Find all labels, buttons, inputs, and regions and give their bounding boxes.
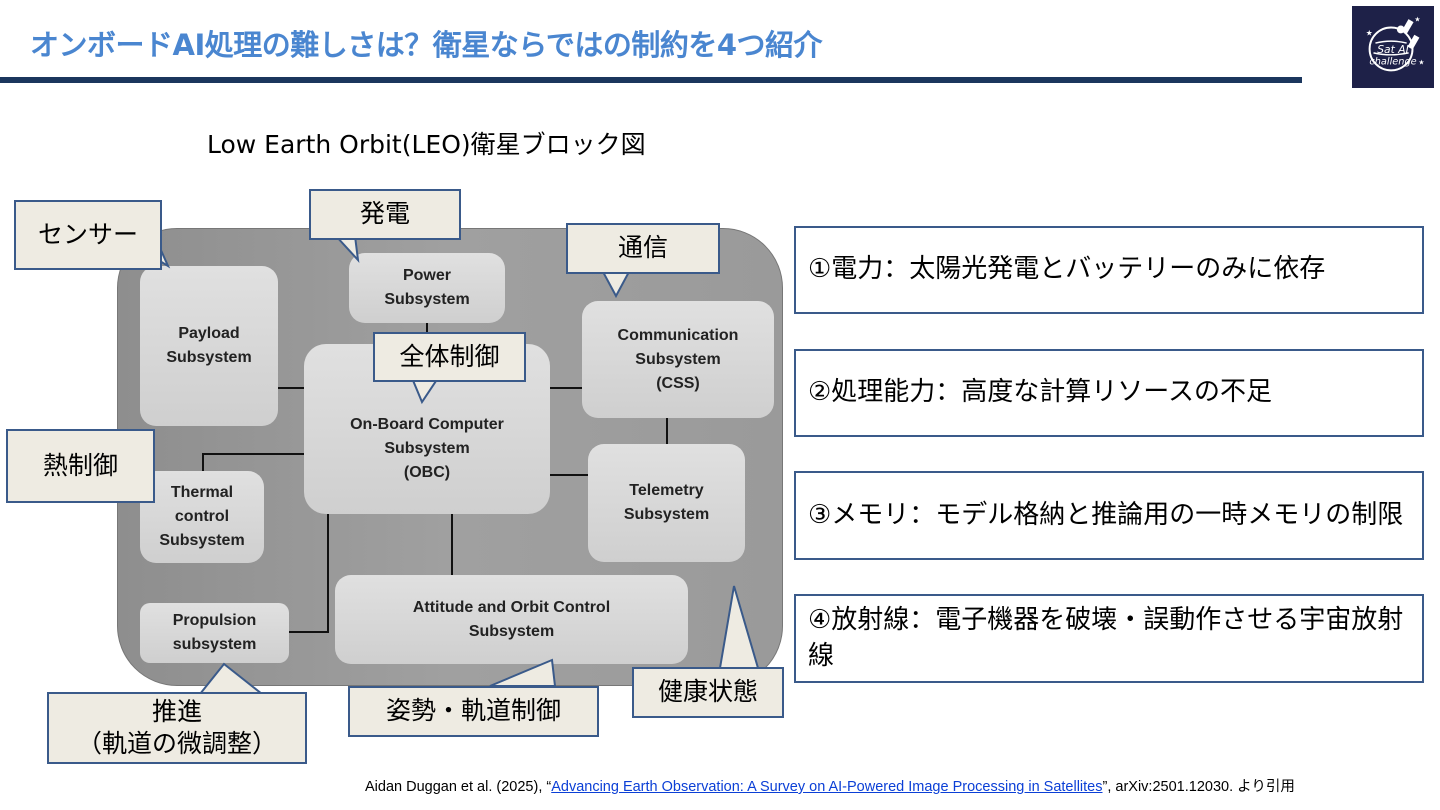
payload-subsystem: Payload Subsystem [140, 266, 278, 426]
constraint-power: ①電力：太陽光発電とバッテリーのみに依存 [794, 226, 1424, 314]
connector-obc-propulsion-h [289, 631, 329, 633]
propulsion-subsystem: Propulsion subsystem [140, 603, 289, 663]
connector-payload-obc [278, 387, 304, 389]
citation-link[interactable]: Advancing Earth Observation: A Survey on… [551, 779, 1103, 795]
callout-overall-control: 全体制御 [373, 332, 526, 382]
callout-health: 健康状態 [632, 667, 784, 718]
callout-propulsion: 推進 （軌道の微調整） [47, 692, 307, 764]
slide-title: オンボードAI処理の難しさは？衛星ならではの制約を4つ紹介 [30, 28, 823, 62]
citation-prefix: Aidan Duggan et al. (2025), “ [365, 779, 552, 795]
callout-communication: 通信 [566, 223, 720, 274]
constraint-processing: ②処理能力：高度な計算リソースの不足 [794, 349, 1424, 437]
logo-text-2: challenge [1369, 57, 1416, 68]
callout-power: 発電 [309, 189, 461, 240]
logo-text-1: Sat AI [1377, 43, 1408, 56]
callout-attitude: 姿勢・軌道制御 [348, 686, 599, 737]
connector-obc-propulsion-v [327, 513, 329, 633]
connector-obc-thermal-h [202, 453, 304, 455]
svg-text:★: ★ [1418, 59, 1424, 67]
connector-comm-telemetry [666, 418, 668, 444]
svg-text:★: ★ [1414, 16, 1420, 24]
sat-ai-challenge-logo: Sat AI challenge ★ ★ ★ [1352, 6, 1434, 88]
satellite-planet-icon: Sat AI challenge ★ ★ ★ [1366, 16, 1424, 72]
connector-obc-thermal-v [202, 453, 204, 471]
connector-obc-telemetry [550, 474, 588, 476]
constraint-radiation: ④放射線：電子機器を破壊・誤動作させる宇宙放射線 [794, 594, 1424, 683]
power-subsystem: Power Subsystem [349, 253, 505, 323]
telemetry-subsystem: Telemetry Subsystem [588, 444, 745, 562]
constraint-memory: ③メモリ：モデル格納と推論用の一時メモリの制限 [794, 471, 1424, 560]
connector-obc-aocs [451, 513, 453, 575]
connector-obc-comm [550, 387, 582, 389]
communication-subsystem: Communication Subsystem (CSS) [582, 301, 774, 418]
citation: Aidan Duggan et al. (2025), “Advancing E… [365, 775, 1295, 796]
callout-thermal: 熱制御 [6, 429, 155, 503]
callout-sensor: センサー [14, 200, 162, 270]
thermal-control-subsystem: Thermal control Subsystem [140, 471, 264, 563]
svg-text:★: ★ [1366, 28, 1373, 37]
citation-suffix: ”, arXiv:2501.12030. より引用 [1102, 779, 1295, 795]
title-underline-bar [0, 77, 1302, 83]
diagram-title: Low Earth Orbit(LEO)衛星ブロック図 [207, 130, 646, 159]
aocs-subsystem: Attitude and Orbit Control Subsystem [335, 575, 688, 664]
